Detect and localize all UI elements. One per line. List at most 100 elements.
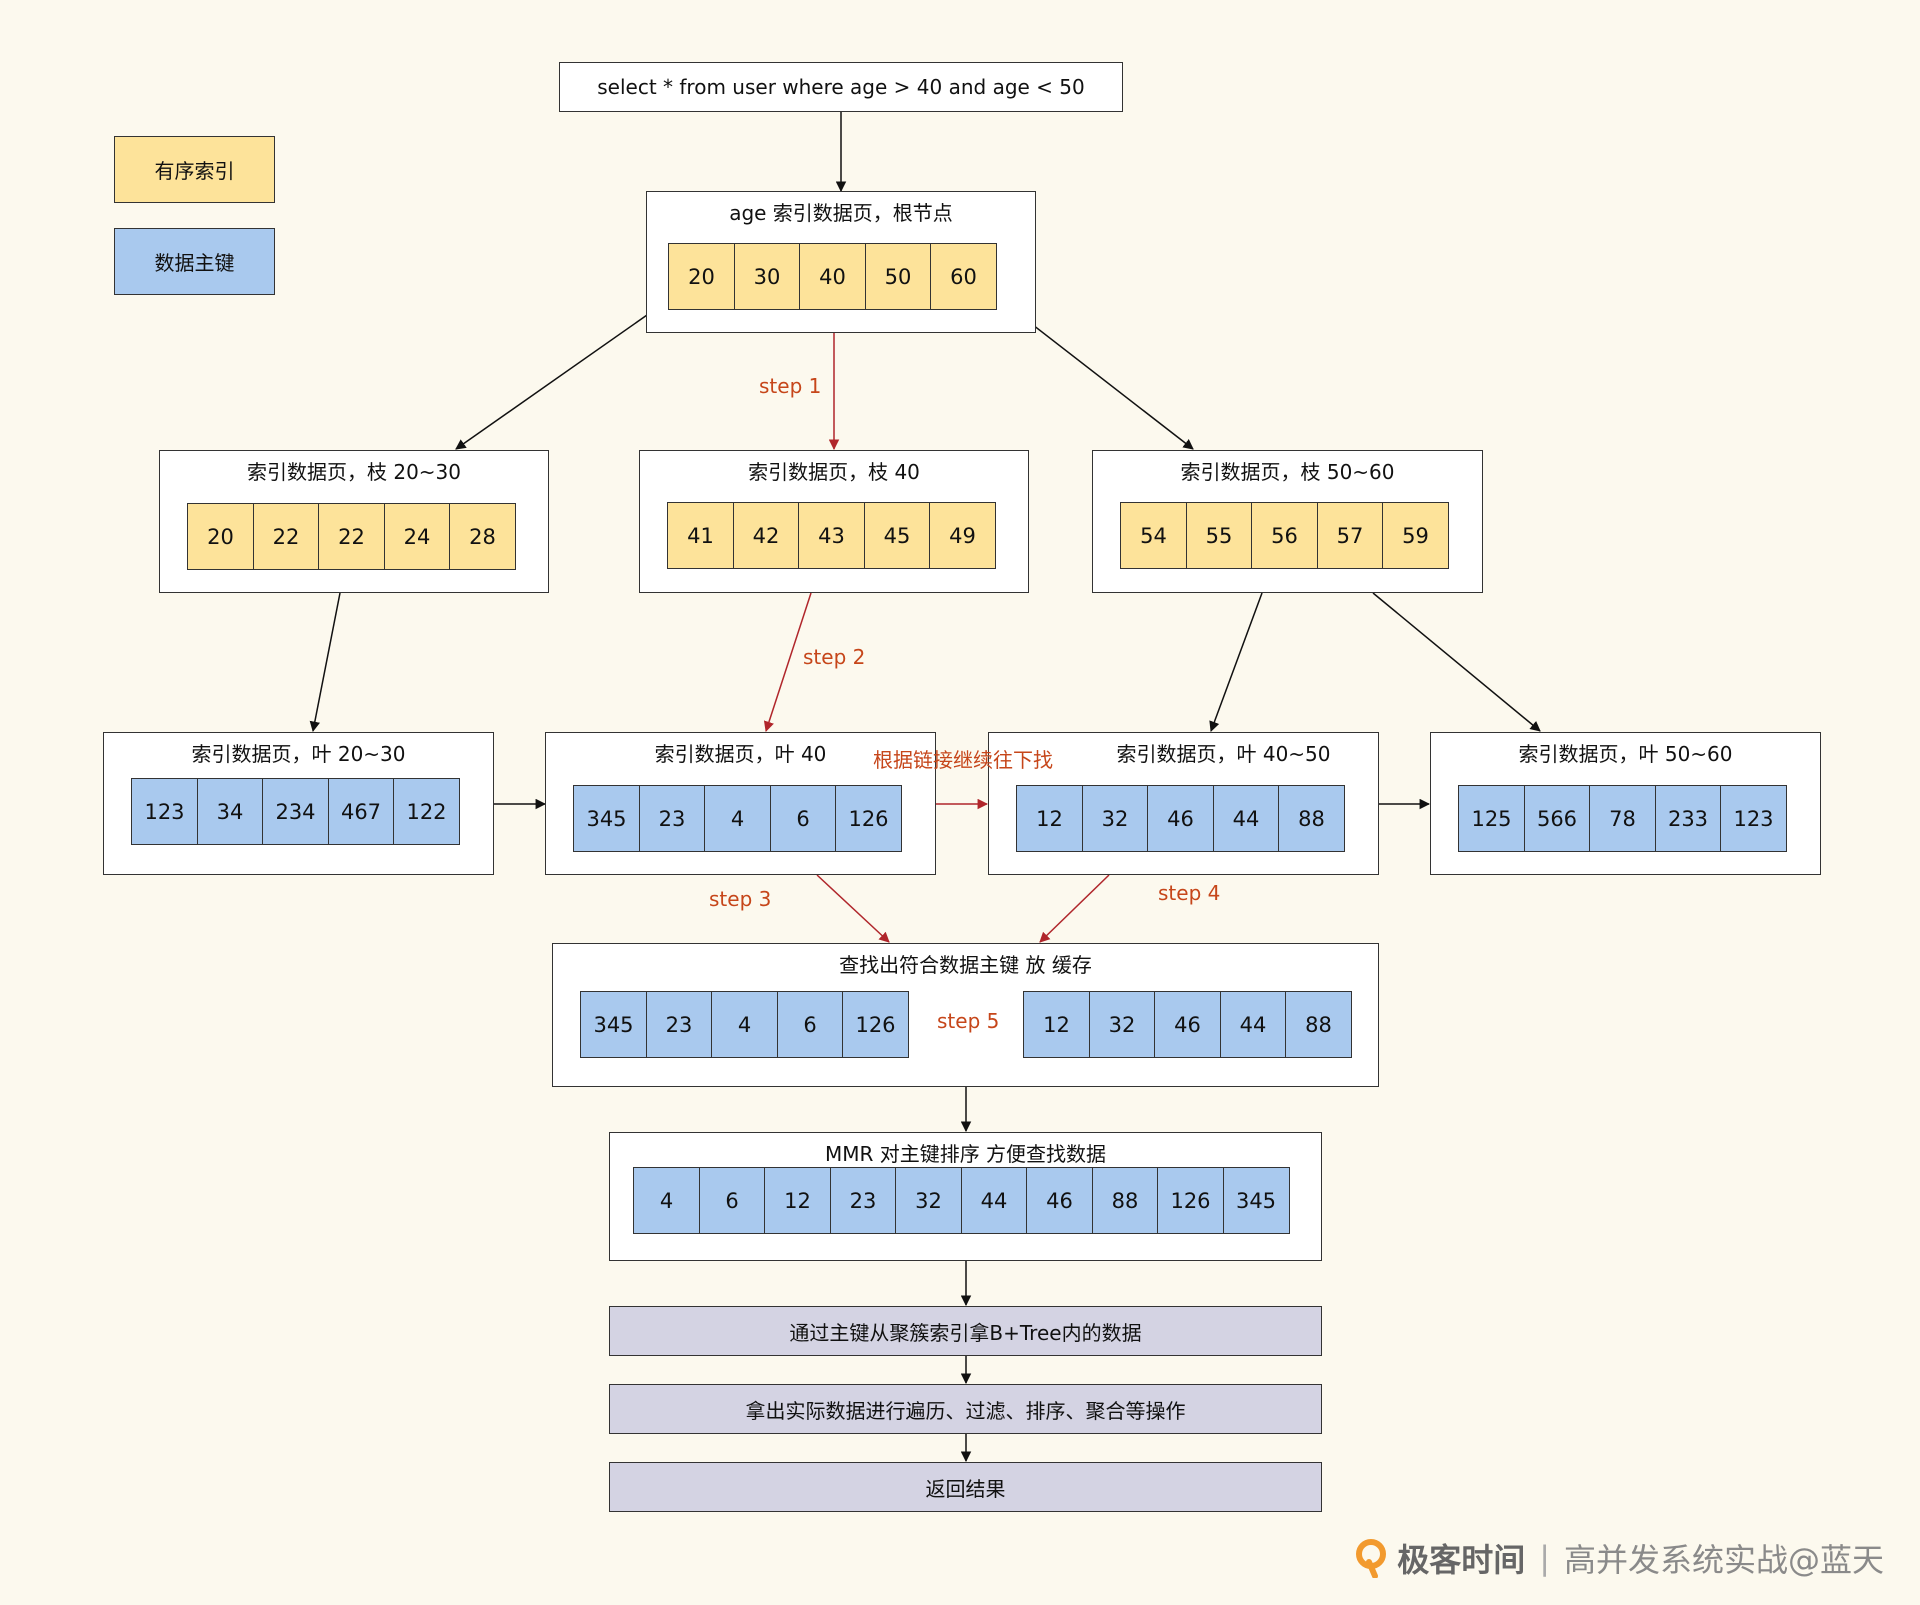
key-cell: 46 xyxy=(1147,785,1214,852)
sql-query-box: select * from user where age > 40 and ag… xyxy=(559,62,1123,112)
key-cell: 345 xyxy=(580,991,647,1058)
key-cell: 126 xyxy=(842,991,909,1058)
step-2-label: step 2 xyxy=(803,645,866,669)
key-cell: 34 xyxy=(196,778,264,845)
watermark-course: 高并发系统实战@蓝天 xyxy=(1563,1541,1884,1579)
cache-box: 查找出符合数据主键 放 缓存 345 23 4 6 126 12 32 46 4… xyxy=(552,943,1379,1087)
key-cell: 88 xyxy=(1278,785,1345,852)
cache-left-keys: 345 23 4 6 126 xyxy=(580,991,909,1058)
geektime-logo-icon xyxy=(1356,1539,1387,1578)
key-cell: 20 xyxy=(668,243,735,310)
root-node-keys: 20 30 40 50 60 xyxy=(668,243,997,310)
branch-node-20-30: 索引数据页，枝 20~30 20 22 22 24 28 xyxy=(159,450,549,593)
key-cell: 566 xyxy=(1523,785,1591,852)
key-cell: 4 xyxy=(633,1167,700,1234)
key-cell: 88 xyxy=(1091,1167,1159,1234)
legend-ordered-index: 有序索引 xyxy=(114,136,275,203)
key-cell: 6 xyxy=(776,991,844,1058)
mmr-box: MMR 对主键排序 方便查找数据 4 6 12 23 32 44 46 88 1… xyxy=(609,1132,1322,1261)
key-cell: 467 xyxy=(327,778,395,845)
process-return-result: 返回结果 xyxy=(609,1462,1322,1512)
key-cell: 40 xyxy=(799,243,866,310)
key-cell: 44 xyxy=(1212,785,1280,852)
key-cell: 41 xyxy=(667,502,734,569)
cache-right-keys: 12 32 46 44 88 xyxy=(1023,991,1352,1058)
legend-ordered-index-label: 有序索引 xyxy=(154,159,235,183)
leaf-node-40: 索引数据页，叶 40 345 23 4 6 126 xyxy=(545,732,936,875)
step-3-label: step 3 xyxy=(709,887,772,911)
key-cell: 345 xyxy=(573,785,640,852)
process-fetch-label: 通过主键从聚簇索引拿B+Tree内的数据 xyxy=(789,1320,1142,1345)
key-cell: 78 xyxy=(1589,785,1656,852)
key-cell: 126 xyxy=(835,785,902,852)
key-cell: 233 xyxy=(1654,785,1722,852)
key-cell: 59 xyxy=(1382,502,1449,569)
leaf-node-keys: 12 32 46 44 88 xyxy=(1016,785,1345,852)
leaf-node-keys: 345 23 4 6 126 xyxy=(573,785,902,852)
arrow-leaf-3-to-cache xyxy=(1039,874,1110,943)
key-cell: 4 xyxy=(711,991,778,1058)
leaf-node-title: 索引数据页，叶 40 xyxy=(654,742,827,766)
arrow-branch-left-to-leaf-1 xyxy=(309,592,341,733)
key-cell: 56 xyxy=(1251,502,1318,569)
leaf-node-50-60: 索引数据页，叶 50~60 125 566 78 233 123 xyxy=(1430,732,1821,875)
process-iterate-filter-sort: 拿出实际数据进行遍历、过滤、排序、聚合等操作 xyxy=(609,1384,1322,1434)
key-cell: 46 xyxy=(1026,1167,1093,1234)
watermark-brand: 极客时间 xyxy=(1397,1541,1526,1579)
root-node-title: age 索引数据页，根节点 xyxy=(729,201,953,225)
leaf-node-title: 索引数据页，叶 50~60 xyxy=(1518,742,1733,766)
key-cell: 122 xyxy=(393,778,460,845)
link-note-label: 根据链接继续往下找 xyxy=(873,748,1053,772)
leaf-node-40-50: 索引数据页，叶 40~50 12 32 46 44 88 xyxy=(988,732,1379,875)
key-cell: 12 xyxy=(1016,785,1083,852)
arrow-branch-right-to-leaf-4 xyxy=(1372,592,1541,732)
key-cell: 55 xyxy=(1185,502,1253,569)
key-cell: 45 xyxy=(863,502,931,569)
root-node: age 索引数据页，根节点 20 30 40 50 60 xyxy=(646,191,1036,333)
key-cell: 32 xyxy=(895,1167,962,1234)
legend-primary-key: 数据主键 xyxy=(114,228,275,295)
key-cell: 43 xyxy=(798,502,865,569)
key-cell: 123 xyxy=(1720,785,1787,852)
key-cell: 30 xyxy=(733,243,801,310)
process-fetch-clustered-index: 通过主键从聚簇索引拿B+Tree内的数据 xyxy=(609,1306,1322,1356)
key-cell: 46 xyxy=(1154,991,1221,1058)
key-cell: 125 xyxy=(1458,785,1525,852)
key-cell: 49 xyxy=(929,502,996,569)
mmr-sorted-keys: 4 6 12 23 32 44 46 88 126 345 xyxy=(633,1167,1290,1234)
arrow-root-to-branch-left xyxy=(455,300,668,450)
legend-primary-key-label: 数据主键 xyxy=(154,251,235,275)
key-cell: 32 xyxy=(1081,785,1149,852)
key-cell: 42 xyxy=(732,502,800,569)
branch-node-keys: 20 22 22 24 28 xyxy=(187,503,516,570)
step-4-label: step 4 xyxy=(1158,881,1221,905)
key-cell: 54 xyxy=(1120,502,1187,569)
key-cell: 24 xyxy=(383,503,451,570)
branch-node-title: 索引数据页，枝 50~60 xyxy=(1180,460,1395,484)
key-cell: 12 xyxy=(764,1167,831,1234)
key-cell: 28 xyxy=(449,503,516,570)
branch-node-50-60: 索引数据页，枝 50~60 54 55 56 57 59 xyxy=(1092,450,1483,593)
key-cell: 6 xyxy=(698,1167,766,1234)
key-cell: 6 xyxy=(769,785,837,852)
key-cell: 60 xyxy=(930,243,997,310)
sql-query-text: select * from user where age > 40 and ag… xyxy=(597,75,1085,99)
arrow-leaf-2-to-cache xyxy=(816,874,890,943)
process-iterate-label: 拿出实际数据进行遍历、过滤、排序、聚合等操作 xyxy=(745,1398,1186,1423)
key-cell: 345 xyxy=(1222,1167,1290,1234)
key-cell: 22 xyxy=(318,503,385,570)
mmr-box-title: MMR 对主键排序 方便查找数据 xyxy=(824,1142,1107,1166)
branch-node-keys: 41 42 43 45 49 xyxy=(667,502,996,569)
key-cell: 4 xyxy=(704,785,771,852)
watermark-divider: | xyxy=(1539,1539,1550,1577)
branch-node-40: 索引数据页，枝 40 41 42 43 45 49 xyxy=(639,450,1029,593)
leaf-node-title: 索引数据页，叶 40~50 xyxy=(1116,742,1331,766)
watermark: 极客时间 | 高并发系统实战@蓝天 xyxy=(1353,1535,1884,1581)
step-1-label: step 1 xyxy=(759,374,822,398)
branch-node-title: 索引数据页，枝 40 xyxy=(748,460,920,484)
key-cell: 123 xyxy=(131,778,198,845)
key-cell: 44 xyxy=(960,1167,1028,1234)
key-cell: 50 xyxy=(864,243,932,310)
step-5-label: step 5 xyxy=(937,1009,1000,1033)
